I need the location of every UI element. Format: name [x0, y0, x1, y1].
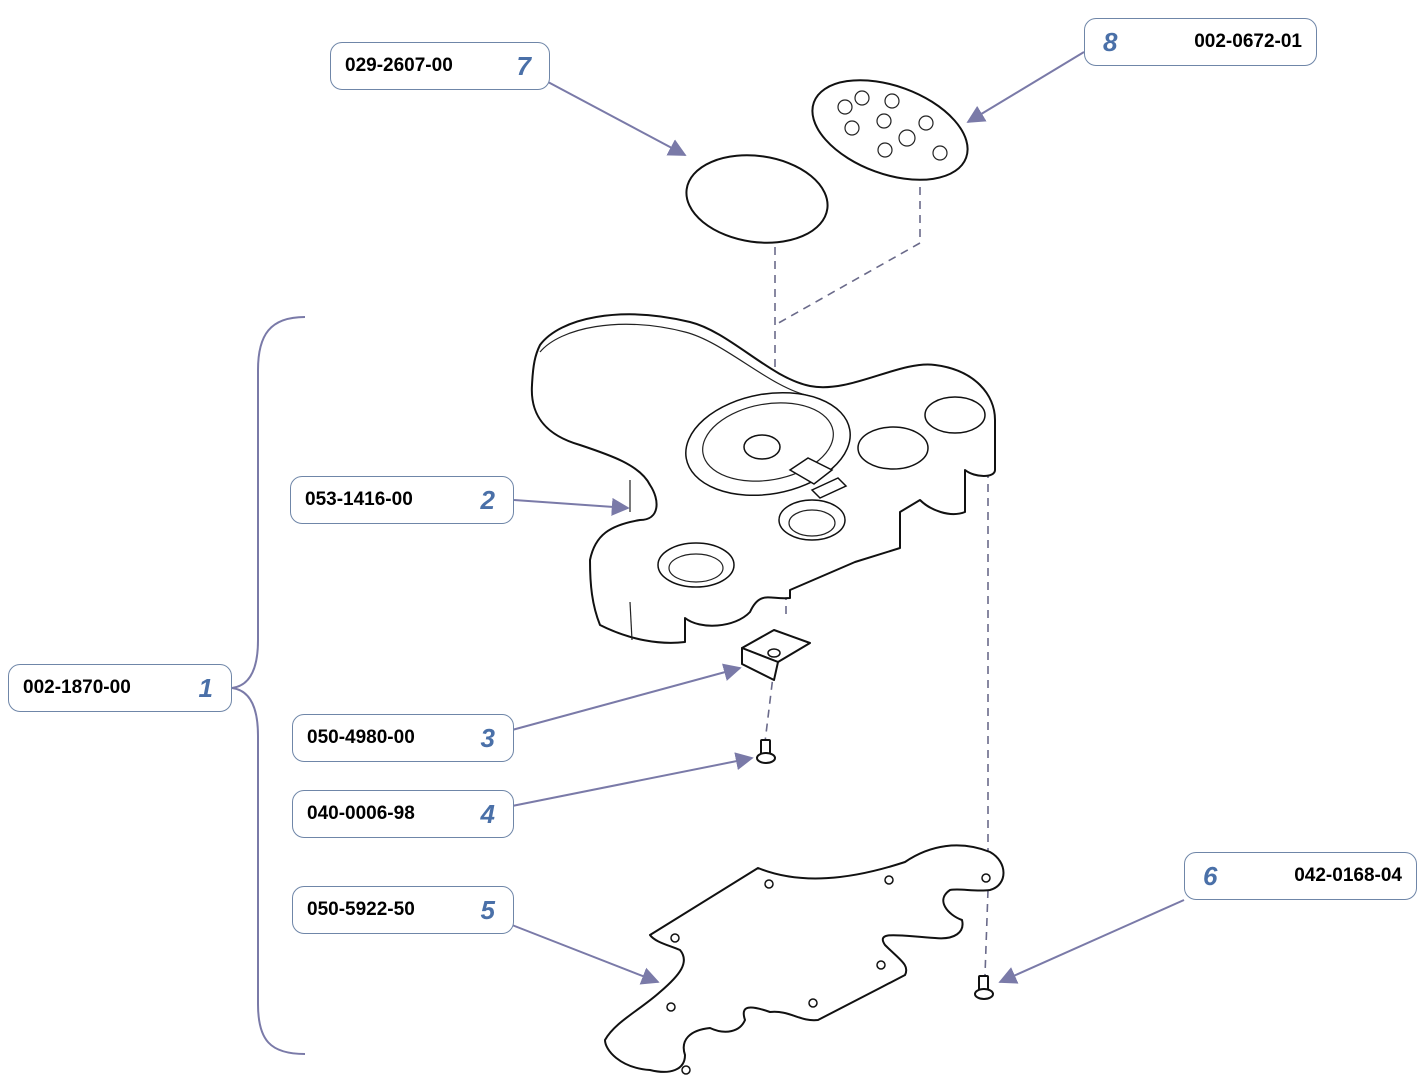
screw-part-6	[974, 975, 994, 1000]
item-number-label: 5	[480, 894, 495, 925]
assembly-bracket	[231, 316, 306, 1055]
part-number-label: 053-1416-00	[305, 489, 413, 510]
item-number-label: 2	[480, 484, 495, 515]
callout-item-2: 053-1416-00 2	[290, 476, 514, 524]
tray-cover-part	[530, 313, 996, 644]
item-number-label: 4	[480, 798, 495, 829]
part-number-label: 040-0006-98	[307, 803, 415, 824]
callout-item-4: 040-0006-98 4	[292, 790, 514, 838]
item-number-label: 3	[480, 722, 495, 753]
item-number-label: 8	[1103, 26, 1118, 57]
callout-item-5: 050-5922-50 5	[292, 886, 514, 934]
o-ring-part	[685, 154, 829, 244]
part-number-label: 002-0672-01	[1194, 31, 1302, 52]
callout-item-6: 6 042-0168-04	[1184, 852, 1417, 900]
base-plate-part	[604, 844, 1005, 1075]
bracket-clip-part	[741, 629, 811, 681]
part-number-label: 050-5922-50	[307, 899, 415, 920]
item-number-label: 1	[198, 672, 213, 703]
callout-item-7: 029-2607-00 7	[330, 42, 550, 90]
keypad-overlay-part	[811, 79, 969, 181]
callout-item-1: 002-1870-00 1	[8, 664, 232, 712]
item-number-label: 6	[1203, 860, 1218, 891]
callout-item-3: 050-4980-00 3	[292, 714, 514, 762]
part-number-label: 042-0168-04	[1294, 865, 1402, 886]
part-number-label: 029-2607-00	[345, 55, 453, 76]
screw-part-4	[756, 739, 776, 764]
leader-lines	[511, 51, 1185, 985]
part-number-label: 050-4980-00	[307, 727, 415, 748]
item-number-label: 7	[516, 50, 531, 81]
callout-item-8: 8 002-0672-01	[1084, 18, 1317, 66]
part-number-label: 002-1870-00	[23, 677, 131, 698]
